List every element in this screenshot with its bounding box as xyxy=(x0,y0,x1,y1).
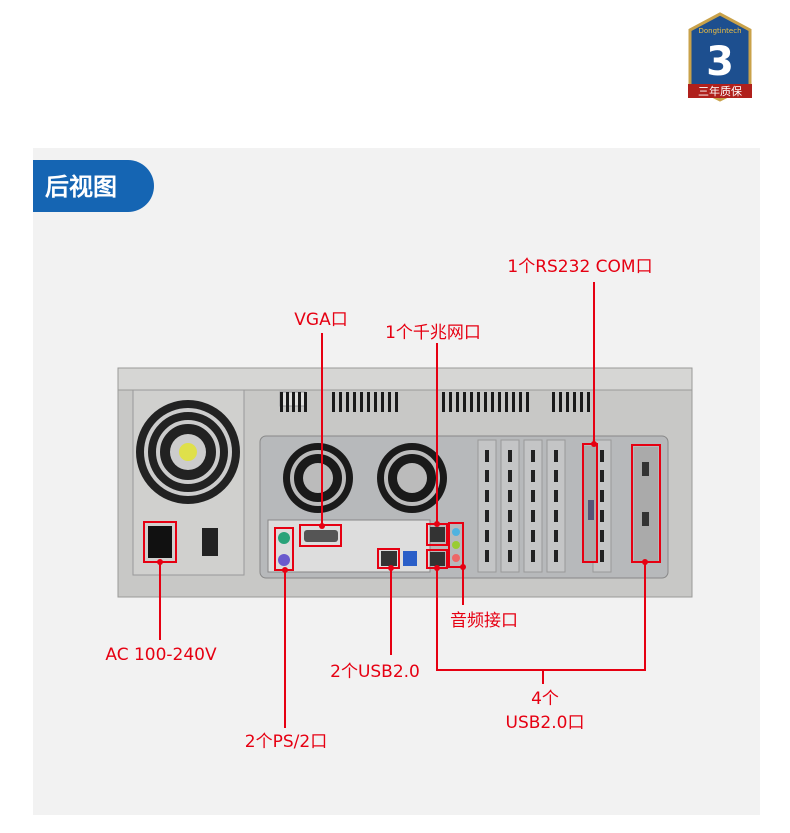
label-usb4-type: USB2.0口 xyxy=(506,713,585,733)
usb-ports-2 xyxy=(430,552,445,566)
vent-slot xyxy=(280,392,283,412)
vent-slot xyxy=(512,392,515,412)
label-lan: 1个千兆网口 xyxy=(385,323,481,343)
vent-slot xyxy=(292,392,295,412)
expansion-slot-cover xyxy=(523,439,543,573)
vent-slot xyxy=(559,392,562,412)
vent-slot xyxy=(491,392,494,412)
case-fan-1 xyxy=(283,443,353,513)
vent-slot xyxy=(367,392,370,412)
vent-slot xyxy=(304,392,307,412)
vent-slot xyxy=(498,392,501,412)
badge-number: 3 xyxy=(706,39,734,85)
vent-slot xyxy=(339,392,342,412)
expansion-slot-cover xyxy=(500,439,520,573)
vent-slot xyxy=(484,392,487,412)
section-tab-label: 后视图 xyxy=(45,173,117,201)
badge-brand: Dongtintech xyxy=(698,27,741,35)
usb-ports xyxy=(381,551,397,566)
vent-slot xyxy=(353,392,356,412)
ps2-keyboard-port xyxy=(278,554,290,566)
vent-slot xyxy=(505,392,508,412)
label-ac: AC 100-240V xyxy=(105,645,217,665)
vent-slot xyxy=(587,392,590,412)
vent-slot xyxy=(449,392,452,412)
usb3-ports xyxy=(403,551,417,566)
vent-slot xyxy=(381,392,384,412)
psu-fan xyxy=(136,400,240,504)
vent-slot xyxy=(442,392,445,412)
chassis xyxy=(117,367,693,598)
vent-slot xyxy=(470,392,473,412)
vga-port xyxy=(304,530,338,542)
warranty-badge: Dongtintech 3 三年质保 xyxy=(688,12,752,102)
vent-slot xyxy=(552,392,555,412)
vent-slot xyxy=(566,392,569,412)
power-inlet xyxy=(148,526,172,558)
vent-slot xyxy=(573,392,576,412)
vent-slot xyxy=(456,392,459,412)
lan-port xyxy=(430,527,445,542)
label-vga: VGA口 xyxy=(294,310,347,330)
vent-slot xyxy=(388,392,391,412)
label-usb4-count: 4个 xyxy=(531,689,559,709)
expansion-slot-cover xyxy=(477,439,497,573)
section-tab xyxy=(33,160,154,212)
vent-slot xyxy=(477,392,480,412)
vent-slot xyxy=(374,392,377,412)
label-rs232: 1个RS232 COM口 xyxy=(507,257,652,277)
vent-slot xyxy=(332,392,335,412)
vent-slot xyxy=(463,392,466,412)
power-switch[interactable] xyxy=(202,528,218,556)
label-usb2: 2个USB2.0 xyxy=(330,662,420,682)
ps2-mouse-port xyxy=(278,532,290,544)
label-audio: 音频接口 xyxy=(450,611,518,631)
vent-slot xyxy=(360,392,363,412)
vent-slot xyxy=(526,392,529,412)
vent-slot xyxy=(519,392,522,412)
expansion-slot-cover xyxy=(546,439,566,573)
vent-slot xyxy=(298,392,301,412)
label-ps2: 2个PS/2口 xyxy=(245,732,327,752)
vent-slot xyxy=(346,392,349,412)
badge-ribbon: 三年质保 xyxy=(698,84,742,98)
vent-slot xyxy=(395,392,398,412)
leader-lines xyxy=(159,282,646,728)
vent-slot xyxy=(580,392,583,412)
vent-slot xyxy=(286,392,289,412)
